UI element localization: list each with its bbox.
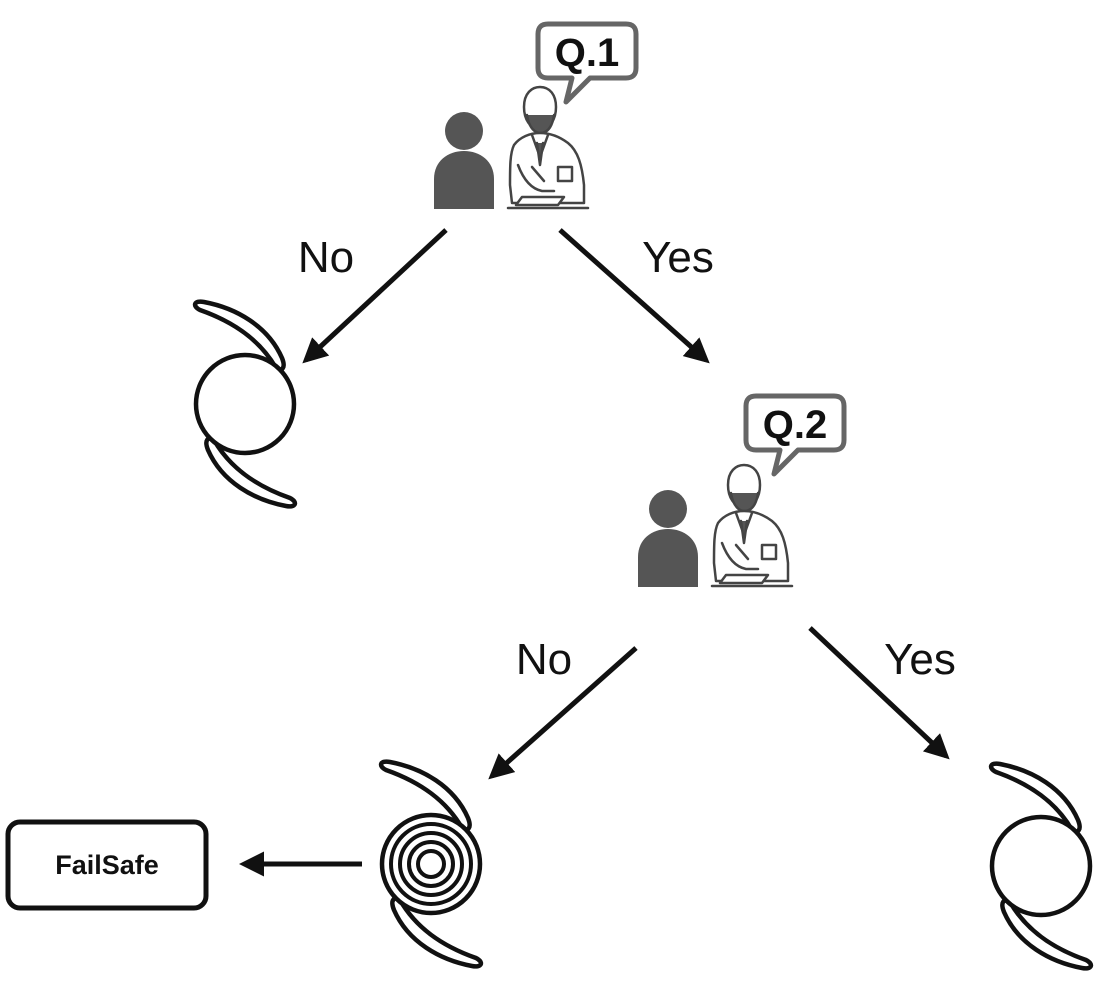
patient-doctor-icon [432, 85, 590, 211]
second-no-label: No [516, 635, 572, 684]
arrow-top-yes [558, 228, 710, 364]
patient-doctor-icon [636, 463, 794, 589]
top-yes-label: Yes [642, 233, 714, 282]
question-2-label: Q.2 [763, 403, 827, 447]
question-2-node: Q.2 [636, 393, 847, 589]
failsafe-label: FailSafe [55, 850, 159, 880]
intraocular-lens-icon [991, 764, 1091, 969]
intraocular-lens-icon [195, 302, 295, 507]
arrow-top-no [302, 228, 448, 364]
arrow-second-no [488, 646, 638, 780]
failsafe-box: FailSafe [5, 819, 209, 911]
top-no-label: No [298, 233, 354, 282]
arrow-second-yes [808, 626, 950, 760]
speech-bubble-q1: Q.1 [535, 21, 639, 105]
speech-bubble-q2: Q.2 [743, 393, 847, 477]
question-1-label: Q.1 [555, 31, 619, 75]
question-1-node: Q.1 [432, 21, 639, 211]
second-yes-label: Yes [884, 635, 956, 684]
multifocal-intraocular-lens-icon [381, 762, 481, 967]
